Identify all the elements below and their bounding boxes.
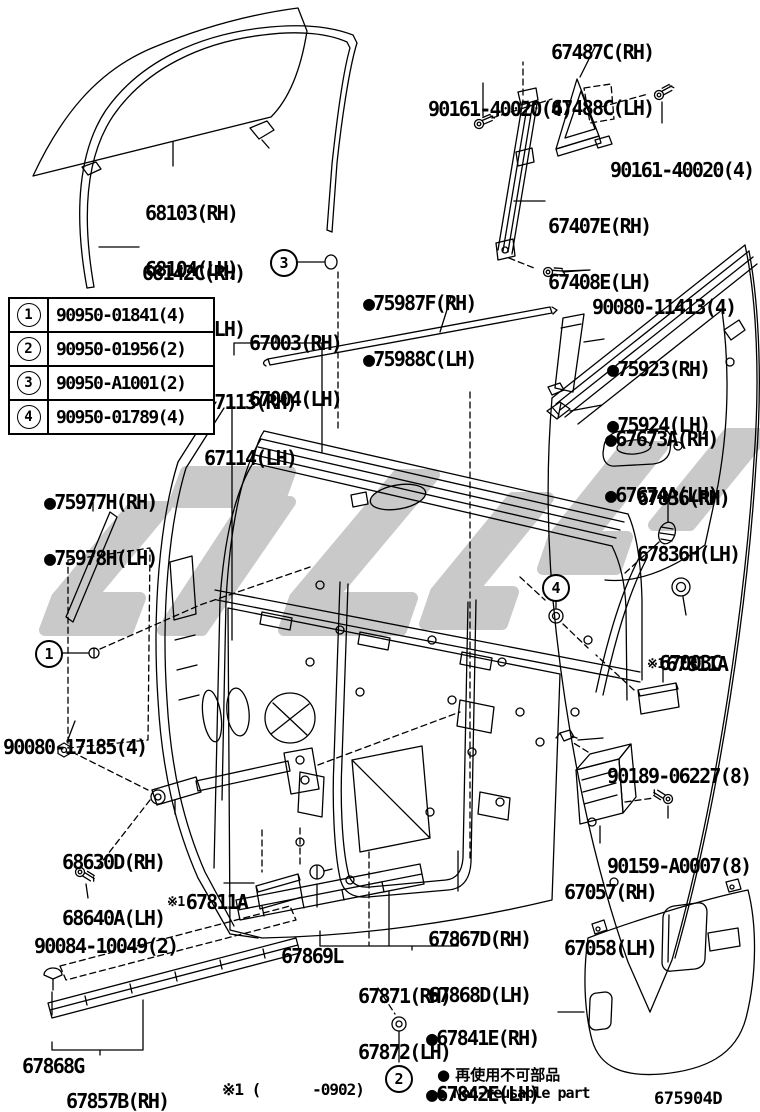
row-callout: 3 [16,371,41,395]
part-label-67836: 67836(RH) 67836H(LH) [637,486,741,566]
part-label-67487C: 67487C(RH) 67488C(LH) [551,40,655,120]
row-callout: 1 [16,303,41,327]
quarter-frame-art [555,44,615,157]
trim-board-art [557,878,756,1076]
door-lock-art [571,741,655,844]
screw-icon [542,266,566,278]
fastener-row: 2 90950-01956(2) [10,331,213,365]
part-label-75923: ●75923(RH) ●75924(LH) [607,357,711,437]
fastener-row: 4 90950-01789(4) [10,399,213,433]
clip-grommet-art [60,254,691,1063]
part-label-67407E: 67407E(RH) 67408E(LH) [548,214,652,294]
row-part-number: 90950-01956(2) [56,338,187,360]
door-glass-art [32,7,308,177]
door-check-art [71,711,461,869]
part-label-90080-11413: 90080-11413(4) [592,295,737,319]
part-label-67811A-left: ※167811A [166,889,249,914]
part-label-75987F: ●75987F(RH) ●75988C(LH) [363,291,477,371]
fastener-row: 3 90950-A1001(2) [10,365,213,399]
screw-icon [74,866,95,882]
callout-3: 3 [270,249,298,277]
callout-4: 4 [542,574,570,602]
row-part-number: 90950-01789(4) [56,406,187,428]
part-label-90080-17185: 90080-17185(4) [3,735,148,759]
division-bar-art [491,61,649,269]
door-shell-art [547,244,760,1013]
part-label-67868G: 67868G [22,1054,85,1078]
fastener-row: 1 90950-01841(4) [10,299,213,331]
row-callout: 4 [16,405,41,429]
moulding-art [65,296,605,623]
row-callout: 2 [16,337,41,361]
door-panel-art [155,401,643,939]
part-label-75977H: ●75977H(RH) ●75978H(LH) [44,490,158,570]
cover-plate-art [223,654,680,910]
part-label-67871: 67871(RH) 67872(LH) [358,984,452,1064]
part-label-90161-right: 90161-40020(4) [610,158,755,182]
part-label-67857B: 67857B(RH) 67858B(LH) [66,1089,170,1112]
diagram-code: 675904D [654,1089,723,1109]
part-label-67867D: 67867D(RH) 67868D(LH) [428,927,532,1007]
part-label-67673A: ●67673A(RH) ●67674A(LH) [605,427,719,507]
part-label-90189: 90189-06227(8) [607,764,752,788]
leader-lines [67,269,591,1015]
part-label-67869L: 67869L [281,944,344,968]
row-part-number: 90950-A1001(2) [56,372,187,394]
part-label-67113: 67113(RH) 67114(LH) [204,390,298,470]
nut-icon [57,742,71,758]
row-part-number: 90950-01841(4) [56,304,187,326]
applicability-note: ※1 ( -0902) [222,1080,365,1099]
part-label-90159: 90159-A0007(8) [607,854,752,878]
part-label-68630D: 68630D(RH) 68640A(LH) [62,850,166,930]
part-label-67003C: 67003C [659,651,722,675]
glass-run-art [79,25,358,289]
callout-2: 2 [385,1065,413,1093]
screw-icon [473,113,496,130]
part-label-67841E: ●67841E(RH) ●67842E(LH) [426,1026,540,1106]
part-label-90161-left: 90161-40020(4) [428,97,573,121]
screw-icon [653,789,674,805]
callout-1: 1 [35,640,63,668]
screw-icon [653,83,675,101]
part-label-68103: 68103(RH) 68104(LH) [145,201,239,281]
part-label-67057: 67057(RH) 67058(LH) [564,880,658,960]
fastener-table: 1 90950-01841(4) 2 90950-01956(2) 3 9095… [8,297,215,435]
rocker-moulding-art [43,905,301,1056]
part-label-67003: 67003(RH) 67004(LH) [249,331,343,411]
non-reusable-legend: ● 再使用不可部品 ● Non-reusable part [437,1066,591,1102]
part-label-90084: 90084-10049(2) [34,934,179,958]
part-label-67811A-right: ※167811A [646,651,729,676]
